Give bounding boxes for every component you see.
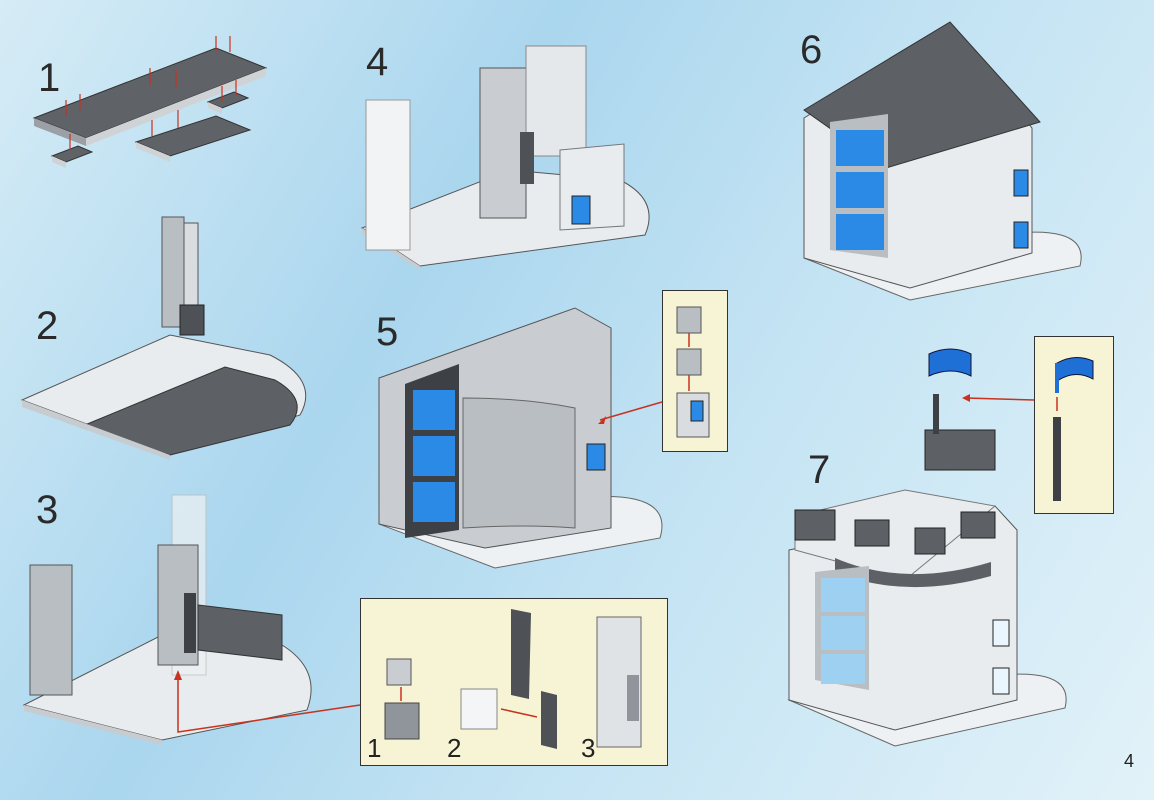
step-3-build-illustration	[22, 485, 322, 745]
step-1-plates-illustration	[30, 30, 270, 180]
step-6-number: 6	[800, 28, 823, 72]
page-number: 4	[1123, 751, 1134, 771]
step-7-build-illustration	[785, 330, 1085, 750]
step-2-base-illustration	[20, 205, 320, 460]
step-5-build-illustration	[375, 298, 675, 570]
step-5-number: 5	[376, 310, 399, 354]
step-7-number: 7	[808, 448, 831, 492]
substep-3-number: 3	[581, 733, 596, 763]
step-2-number: 2	[36, 304, 59, 348]
step-4-build-illustration	[360, 40, 660, 270]
step-3-callout: 1 2 3	[360, 598, 668, 766]
step-5-callout	[662, 290, 728, 452]
step-6-build-illustration	[800, 18, 1090, 303]
step-7-callout	[1034, 336, 1114, 514]
step-4-number: 4	[366, 40, 389, 84]
substep-1-number: 1	[367, 733, 382, 763]
step-3-number: 3	[36, 488, 59, 532]
step-1-number: 1	[38, 56, 61, 100]
substep-2-number: 2	[447, 733, 462, 763]
